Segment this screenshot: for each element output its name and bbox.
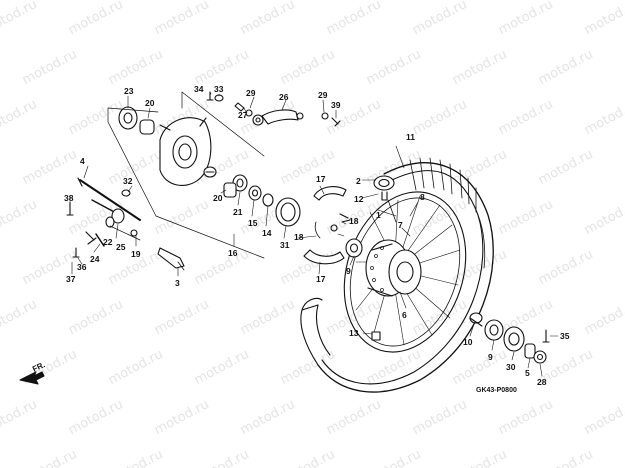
callout-15: 15 xyxy=(248,218,258,228)
callout-33: 33 xyxy=(214,84,224,94)
axle-and-left-parts xyxy=(66,177,141,258)
callout-18-left: 18 xyxy=(294,232,304,242)
callout-16: 16 xyxy=(228,248,238,258)
callout-3: 3 xyxy=(175,278,180,288)
callout-31: 31 xyxy=(280,240,290,250)
callout-19: 19 xyxy=(131,249,141,259)
callout-1: 1 xyxy=(376,210,381,220)
assembly-brackets xyxy=(107,91,265,259)
callout-6: 6 xyxy=(402,310,407,320)
callout-27: 27 xyxy=(238,110,248,120)
callout-4: 4 xyxy=(80,156,85,166)
leader-lines xyxy=(69,91,559,377)
callout-35: 35 xyxy=(560,331,570,341)
callout-17-upper: 17 xyxy=(316,174,326,184)
callout-24: 24 xyxy=(90,254,100,264)
callout-38: 38 xyxy=(64,193,74,203)
brake-shoes xyxy=(303,186,351,265)
callout-17-lower: 17 xyxy=(316,274,326,284)
callout-7: 7 xyxy=(398,220,403,230)
callout-2: 2 xyxy=(356,176,361,186)
callout-18-right: 18 xyxy=(349,216,359,226)
callout-11: 11 xyxy=(406,132,415,142)
right-side-axle-parts xyxy=(469,312,550,364)
callout-25: 25 xyxy=(116,242,126,252)
tire-part xyxy=(300,157,494,393)
callout-9-axle: 9 xyxy=(488,352,493,362)
callout-23: 23 xyxy=(124,86,134,96)
speedometer-fitting xyxy=(157,247,185,271)
callout-29-right: 29 xyxy=(318,90,328,100)
callout-22: 22 xyxy=(103,237,113,247)
callout-34: 34 xyxy=(194,84,204,94)
callout-5: 5 xyxy=(525,368,530,378)
callout-29-left: 29 xyxy=(246,88,256,98)
callout-20-upper: 20 xyxy=(145,98,155,108)
callout-8: 8 xyxy=(420,192,425,202)
brake-arm-assembly xyxy=(206,91,341,127)
callout-36: 36 xyxy=(77,262,87,272)
hub-part xyxy=(365,239,422,297)
valve-and-rim-band xyxy=(373,175,397,223)
callout-21: 21 xyxy=(233,207,243,217)
brake-panel-part xyxy=(159,117,217,186)
callout-20-lower: 20 xyxy=(213,193,223,203)
callout-12: 12 xyxy=(354,194,364,204)
hub-small-parts xyxy=(345,238,381,341)
callout-32: 32 xyxy=(123,176,133,186)
callout-37: 37 xyxy=(66,274,76,284)
front-direction-arrow xyxy=(19,371,45,385)
callout-28: 28 xyxy=(537,377,547,387)
callout-26: 26 xyxy=(279,92,289,102)
callout-13: 13 xyxy=(349,328,359,338)
figure-code: GK43-P0800 xyxy=(476,387,517,394)
callout-9-hub: 9 xyxy=(346,266,351,276)
callout-30: 30 xyxy=(506,362,516,372)
callout-14: 14 xyxy=(262,228,272,238)
callout-10: 10 xyxy=(463,337,473,347)
callout-39: 39 xyxy=(331,100,341,110)
direction-label: FR. xyxy=(31,360,46,374)
brake-side-bearings xyxy=(118,106,301,227)
